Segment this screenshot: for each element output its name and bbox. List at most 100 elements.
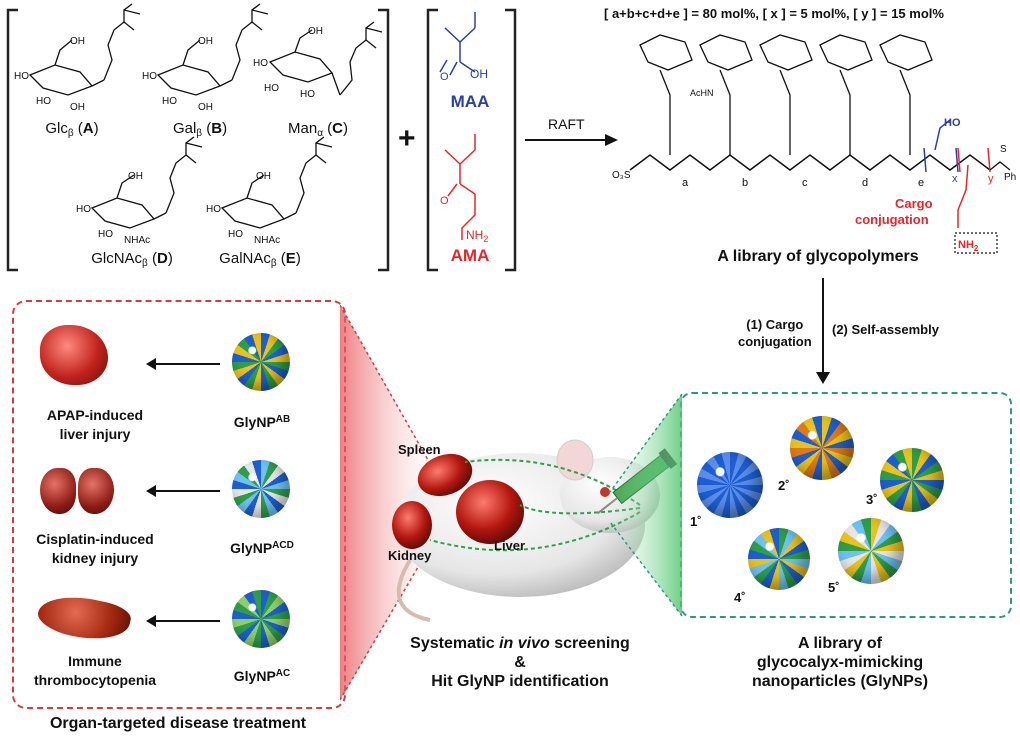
glynp-ac-label: GlyNPAC bbox=[233, 668, 291, 684]
maa-label: MAA bbox=[450, 92, 490, 111]
maa-oh-label: OH bbox=[470, 67, 488, 81]
organ-liver-label: Liver bbox=[494, 538, 526, 553]
svg-text:HO: HO bbox=[264, 83, 279, 94]
ama-unit bbox=[957, 147, 991, 228]
glynp-3-number: 3˚ bbox=[866, 492, 878, 507]
panel-title: Organ-targeted disease treatment bbox=[49, 715, 307, 732]
kidney-right-icon bbox=[78, 468, 114, 514]
glynp-4-number: 4˚ bbox=[734, 590, 746, 605]
raft-label: RAFT bbox=[548, 116, 585, 132]
index-b: b bbox=[742, 177, 748, 189]
glynp-5-particle bbox=[838, 518, 904, 584]
svg-text:OH: OH bbox=[70, 102, 85, 113]
polymer-achn-label: AcHN bbox=[690, 88, 714, 98]
plus-sign: + bbox=[398, 122, 416, 155]
organ-spleen-label: Spleen bbox=[398, 442, 441, 457]
svg-text:OH: OH bbox=[128, 171, 143, 182]
svg-text:OH: OH bbox=[70, 36, 85, 47]
ama-structure bbox=[444, 134, 476, 240]
glynp-library-caption: A library of glycocalyx-mimicking nanopa… bbox=[751, 635, 929, 690]
index-c: c bbox=[802, 177, 808, 189]
svg-text:HO: HO bbox=[14, 71, 29, 82]
arrow-kidney bbox=[146, 485, 156, 497]
monomer-label-c: Manα (C) bbox=[288, 120, 348, 139]
monomer-bracket-left bbox=[6, 8, 18, 272]
svg-text:OH: OH bbox=[198, 36, 213, 47]
polymer-index-labels: a b c d e bbox=[682, 177, 924, 189]
monomer-label-b: Galβ (B) bbox=[172, 120, 228, 139]
maa-unit bbox=[923, 119, 959, 173]
glynp-2-number: 2˚ bbox=[778, 478, 790, 493]
polymer-so3-label: O₃S bbox=[612, 170, 631, 181]
sugar-atom-labels: HO HO OH OH HO HO OH OH HO HO HO OH HO HO OH NHAc HO… bbox=[14, 26, 323, 246]
ama-label: AMA bbox=[450, 246, 490, 265]
svg-text:OH: OH bbox=[308, 26, 323, 37]
index-d: d bbox=[862, 177, 868, 189]
svg-text:OH: OH bbox=[256, 171, 271, 182]
glynp-2-particle bbox=[790, 416, 854, 480]
glycopolymer-library-label: A library of glycopolymers bbox=[717, 248, 919, 265]
glynp-ac-particle bbox=[232, 590, 290, 648]
monomer-label-a: Glcβ (A) bbox=[45, 120, 99, 139]
ama-o-label: O bbox=[440, 195, 449, 207]
mouse-spleen bbox=[417, 453, 473, 497]
comonomer-bracket-right bbox=[505, 8, 517, 272]
svg-text:HO: HO bbox=[206, 204, 221, 215]
svg-text:HO: HO bbox=[142, 71, 157, 82]
glynp-3-particle bbox=[880, 448, 944, 512]
svg-text:HO: HO bbox=[98, 229, 113, 240]
liver-icon bbox=[40, 325, 108, 385]
screening-caption: Systematic in vivo screening & Hit GlyNP… bbox=[410, 635, 630, 690]
glynp-5-number: 5˚ bbox=[828, 580, 840, 595]
monomer-bracket-right bbox=[378, 8, 390, 272]
mouse-liver bbox=[456, 480, 524, 544]
svg-text:HO: HO bbox=[36, 96, 51, 107]
treatment-fan bbox=[340, 304, 429, 701]
glycan-side-chains bbox=[639, 34, 933, 155]
polymer-ho-label: HO bbox=[944, 117, 961, 129]
svg-text:HO: HO bbox=[300, 89, 315, 100]
index-y: y bbox=[988, 173, 994, 185]
composition-text: [ a+b+c+d+e ] = 80 mol%, [ x ] = 5 mol%,… bbox=[604, 6, 944, 21]
comonomer-bracket-left bbox=[426, 8, 438, 272]
index-e: e bbox=[918, 177, 924, 189]
index-x: x bbox=[952, 173, 958, 185]
polymer-ph-label: Ph bbox=[1004, 172, 1016, 183]
cargo-label: Cargo bbox=[895, 196, 933, 211]
monomer-label-d: GlcNAcβ (D) bbox=[91, 250, 173, 269]
svg-text:HO: HO bbox=[76, 204, 91, 215]
glynp-1-number: 1˚ bbox=[690, 514, 702, 529]
glynp-ab-label: GlyNPAB bbox=[233, 414, 291, 430]
svg-text:NHAc: NHAc bbox=[254, 235, 280, 246]
ama-nh2-label: NH2 bbox=[466, 228, 489, 244]
polymer-backbone bbox=[629, 154, 991, 171]
maa-structure bbox=[439, 12, 476, 76]
maa-o-label: O bbox=[440, 71, 449, 83]
step2-label: (2) Self-assembly bbox=[832, 322, 939, 337]
conjugation-label: conjugation bbox=[855, 212, 929, 227]
arrow-liver bbox=[146, 358, 156, 370]
svg-text:NHAc: NHAc bbox=[124, 235, 150, 246]
assembly-arrow bbox=[822, 278, 824, 374]
svg-text:OH: OH bbox=[198, 102, 213, 113]
synthesis-scheme: HO HO OH OH HO HO OH OH HO HO HO OH HO HO OH NHAc HO… bbox=[6, 3, 1016, 272]
svg-text:HO: HO bbox=[253, 58, 268, 69]
organ-kidney-label: Kidney bbox=[388, 548, 432, 563]
polymer-s-label: S bbox=[1000, 144, 1007, 155]
green-fan bbox=[609, 393, 683, 617]
glynp-1-particle bbox=[697, 452, 763, 518]
svg-text:HO: HO bbox=[228, 229, 243, 240]
polymer-nh2-label: NH2 bbox=[958, 239, 979, 253]
sugar-structures bbox=[28, 3, 383, 229]
arrow-spleen bbox=[146, 615, 156, 627]
mouse-kidney bbox=[392, 501, 432, 549]
glynp-acd-particle bbox=[232, 460, 290, 518]
svg-text:HO: HO bbox=[162, 96, 177, 107]
monomer-label-e: GalNAcβ (E) bbox=[219, 250, 301, 269]
index-a: a bbox=[682, 177, 689, 189]
glynp-ab-particle bbox=[232, 333, 290, 391]
